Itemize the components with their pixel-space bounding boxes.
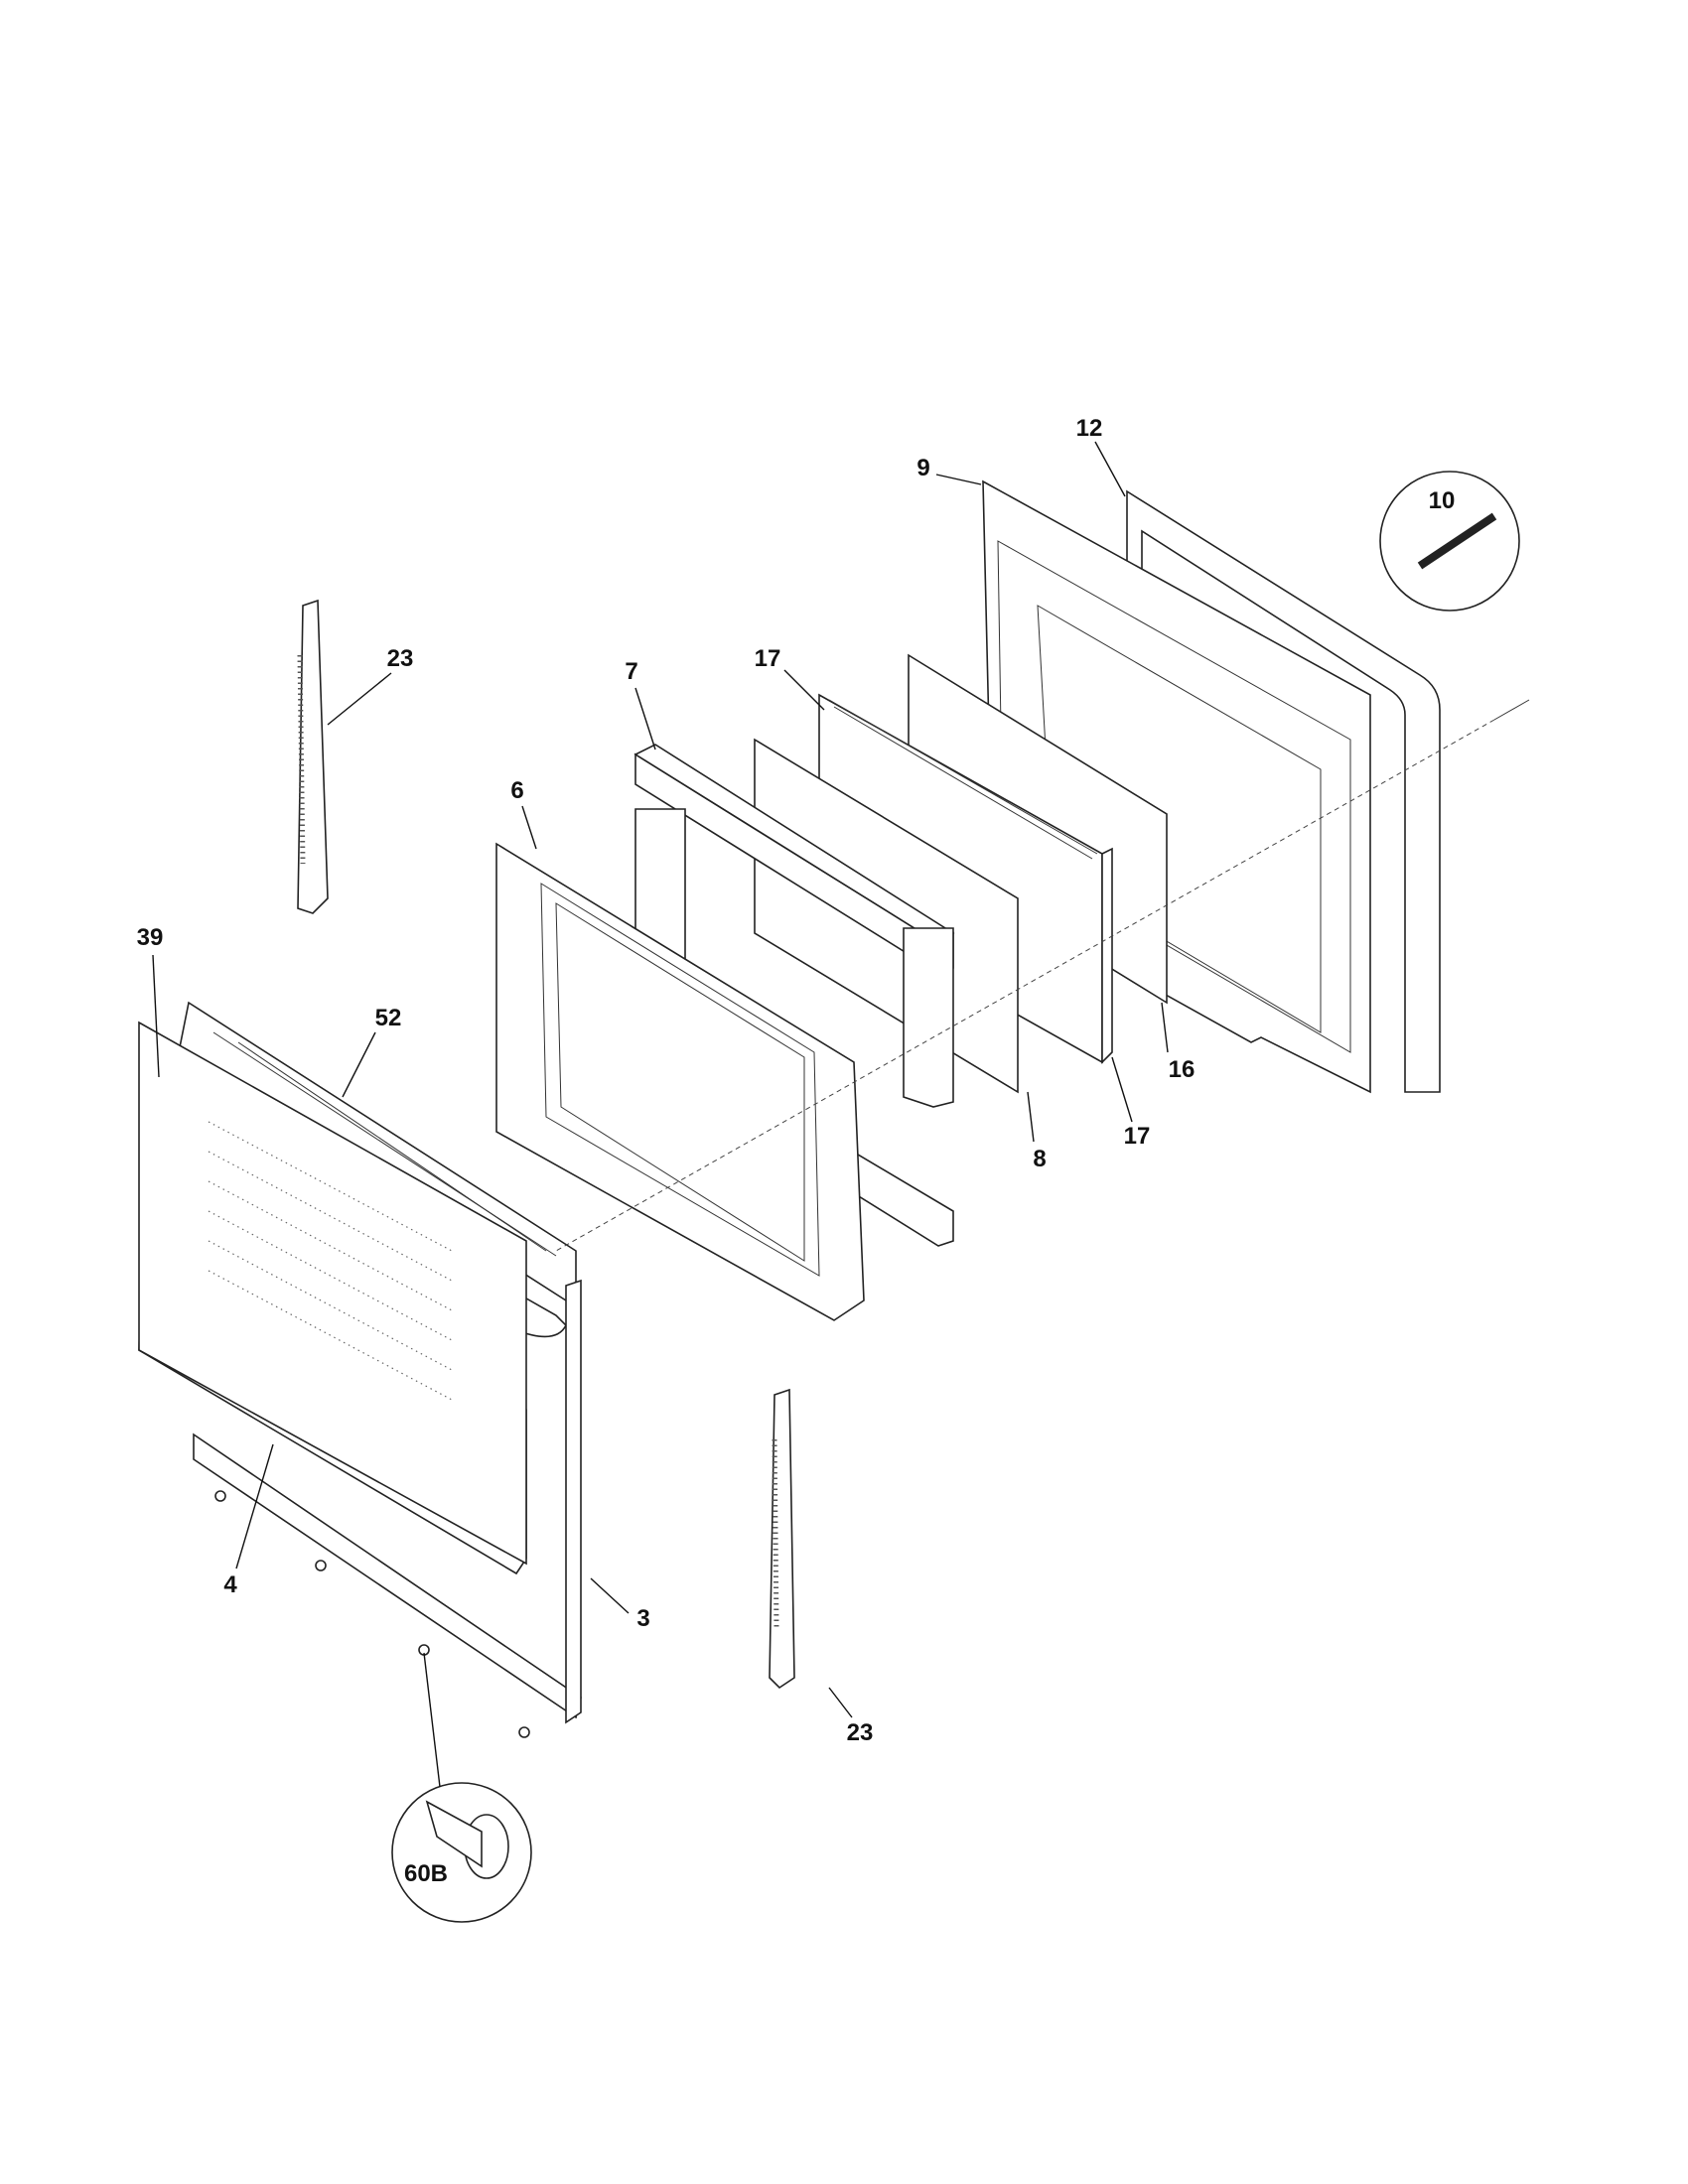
label-39: 39 xyxy=(136,924,164,951)
label-60b: 60B xyxy=(403,1860,449,1887)
door-liner-6 xyxy=(495,842,865,1321)
side-trim-3 xyxy=(565,1279,582,1724)
label-3: 3 xyxy=(636,1605,650,1632)
label-23-top: 23 xyxy=(386,645,414,672)
glass-print-pattern xyxy=(208,1121,453,1401)
label-52: 52 xyxy=(374,1005,402,1031)
label-17-top: 17 xyxy=(754,645,781,672)
leader-lines xyxy=(152,441,1169,1788)
label-8: 8 xyxy=(1033,1146,1047,1172)
label-9: 9 xyxy=(916,455,930,481)
label-6: 6 xyxy=(510,777,524,804)
detail-circle-10 xyxy=(1379,471,1530,721)
assembly-axis xyxy=(555,719,1495,1252)
hinge-23-top xyxy=(297,599,329,914)
label-23-bottom: 23 xyxy=(846,1719,874,1746)
detail-circle-60b xyxy=(391,1782,532,1923)
label-10: 10 xyxy=(1428,487,1456,514)
label-12: 12 xyxy=(1075,415,1103,442)
bottom-trim-4 xyxy=(193,1433,582,1719)
front-glass xyxy=(138,1021,527,1566)
label-16: 16 xyxy=(1168,1056,1196,1083)
label-7: 7 xyxy=(625,658,638,685)
hinge-23-bottom xyxy=(769,1388,795,1690)
label-4: 4 xyxy=(223,1571,237,1598)
label-17-bottom: 17 xyxy=(1123,1123,1151,1150)
